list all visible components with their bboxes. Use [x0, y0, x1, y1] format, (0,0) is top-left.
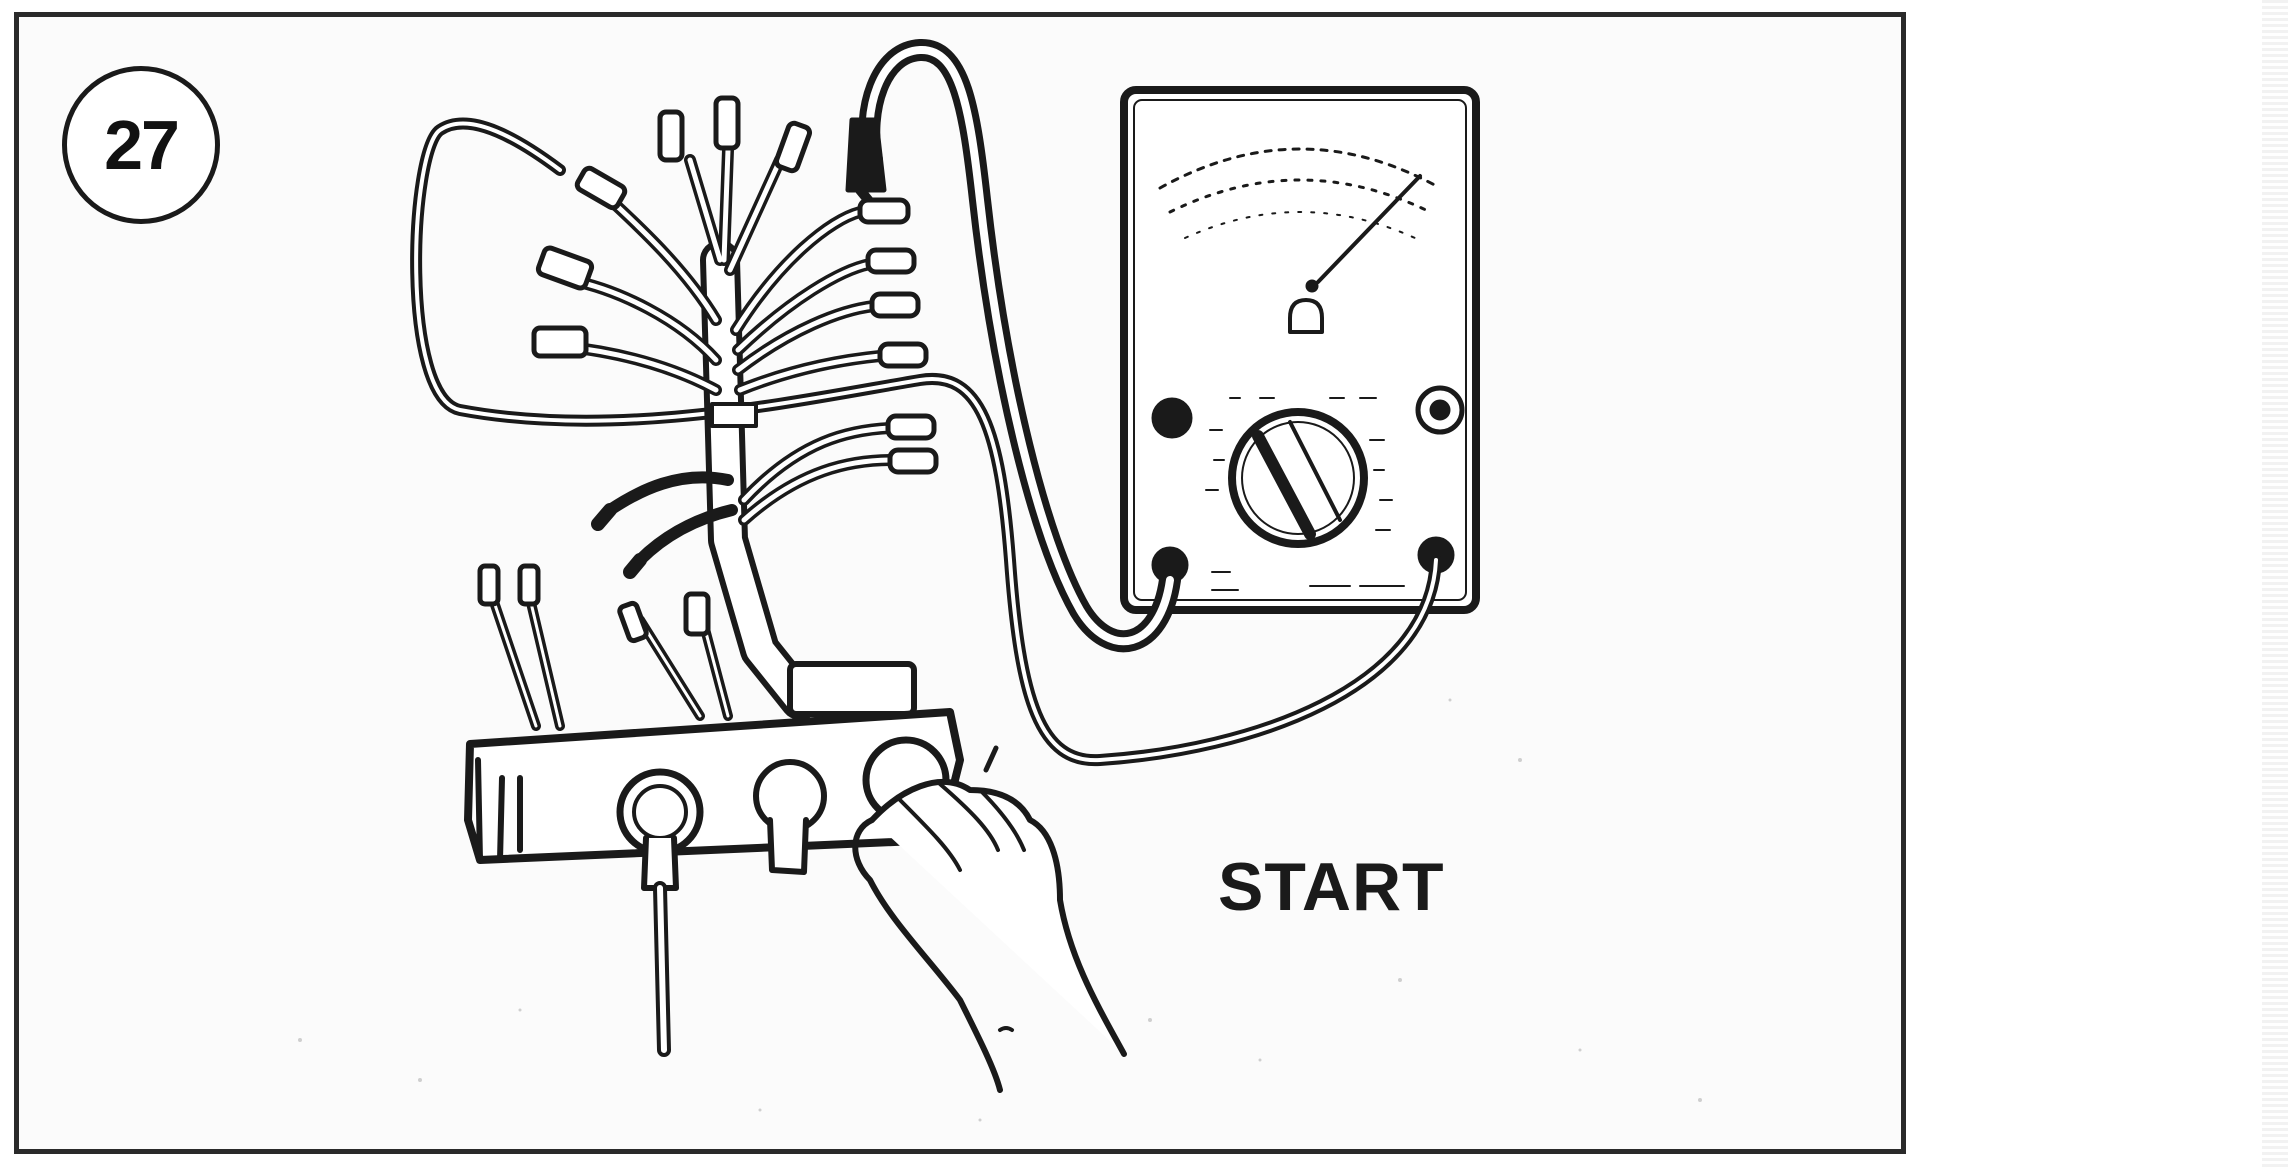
multimeter-icon	[1120, 86, 1480, 614]
hand-icon	[852, 745, 1127, 1093]
wiring-harness-icon	[531, 95, 939, 720]
test-leads	[410, 39, 1442, 767]
ignition-switch-icon	[464, 563, 964, 1057]
step-number-badge: 27	[62, 66, 220, 224]
scan-edge	[2262, 0, 2288, 1168]
start-label: START	[1218, 849, 1445, 925]
figure-panel	[14, 12, 1906, 1154]
